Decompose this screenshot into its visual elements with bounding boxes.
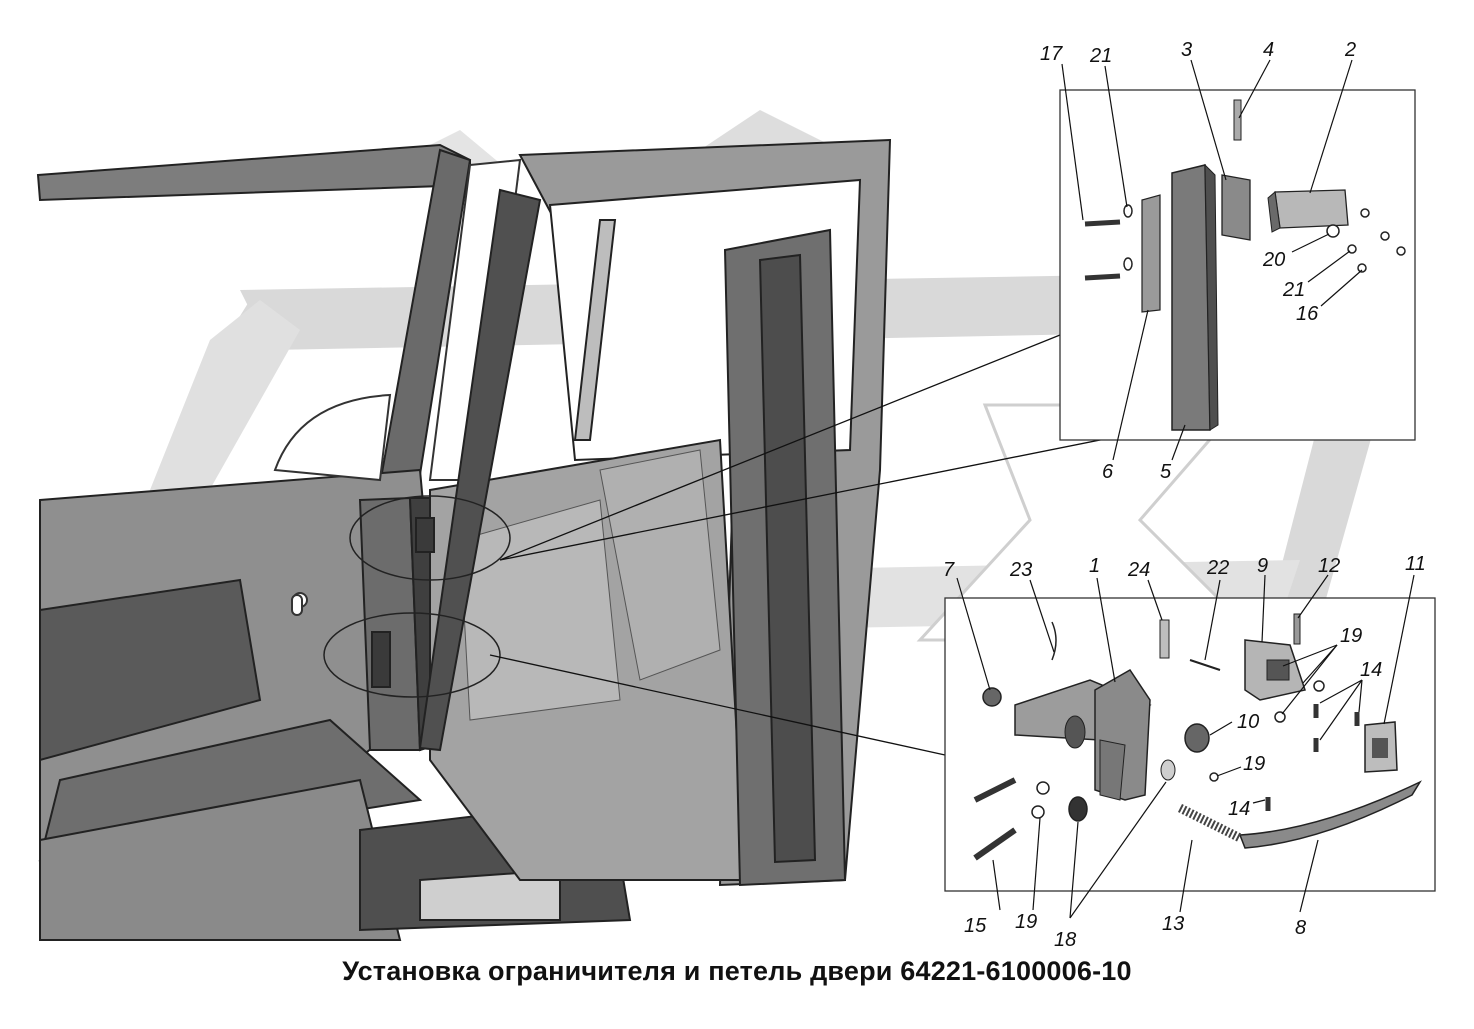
callout-6: 6 [1102, 461, 1114, 483]
callout-7: 7 [943, 559, 955, 581]
callout-10: 10 [1237, 711, 1259, 733]
callout-leaders [956, 59, 1415, 919]
callout-21-upper: 21 [1089, 45, 1112, 67]
callout-3: 3 [1181, 39, 1192, 61]
callout-9: 9 [1257, 555, 1268, 577]
leader-lines [489, 334, 1176, 756]
cab-body [36, 143, 632, 941]
callout-19-c: 19 [1015, 911, 1037, 933]
callout-14-a: 14 [1360, 659, 1382, 681]
callout-11: 11 [1405, 553, 1426, 575]
callout-17: 17 [1040, 43, 1063, 65]
callout-20: 20 [1262, 249, 1285, 271]
callout-21-lower: 21 [1282, 279, 1305, 301]
callout-18: 18 [1054, 929, 1076, 951]
callout-19-b: 19 [1243, 753, 1265, 775]
callout-15: 15 [964, 915, 987, 937]
callout-1: 1 [1089, 555, 1100, 577]
detail-box-hinge [1059, 89, 1416, 441]
callout-12: 12 [1318, 555, 1340, 577]
callout-5: 5 [1160, 461, 1172, 483]
callout-8: 8 [1295, 917, 1306, 939]
callout-14-b: 14 [1228, 798, 1250, 820]
callout-13: 13 [1162, 913, 1184, 935]
callout-4: 4 [1263, 39, 1274, 61]
door-assembly [323, 138, 892, 887]
diagram-title: Установка ограничителя и петель двери 64… [342, 956, 1132, 986]
detail-box-limiter [944, 597, 1436, 892]
callout-2: 2 [1344, 39, 1356, 61]
callout-labels: 17 21 3 4 2 20 21 16 6 5 7 23 1 24 22 9 … [943, 39, 1426, 951]
callout-16: 16 [1296, 303, 1319, 325]
callout-23: 23 [1009, 559, 1032, 581]
callout-22: 22 [1206, 557, 1229, 579]
callout-19-a: 19 [1340, 625, 1362, 647]
callout-24: 24 [1127, 559, 1150, 581]
